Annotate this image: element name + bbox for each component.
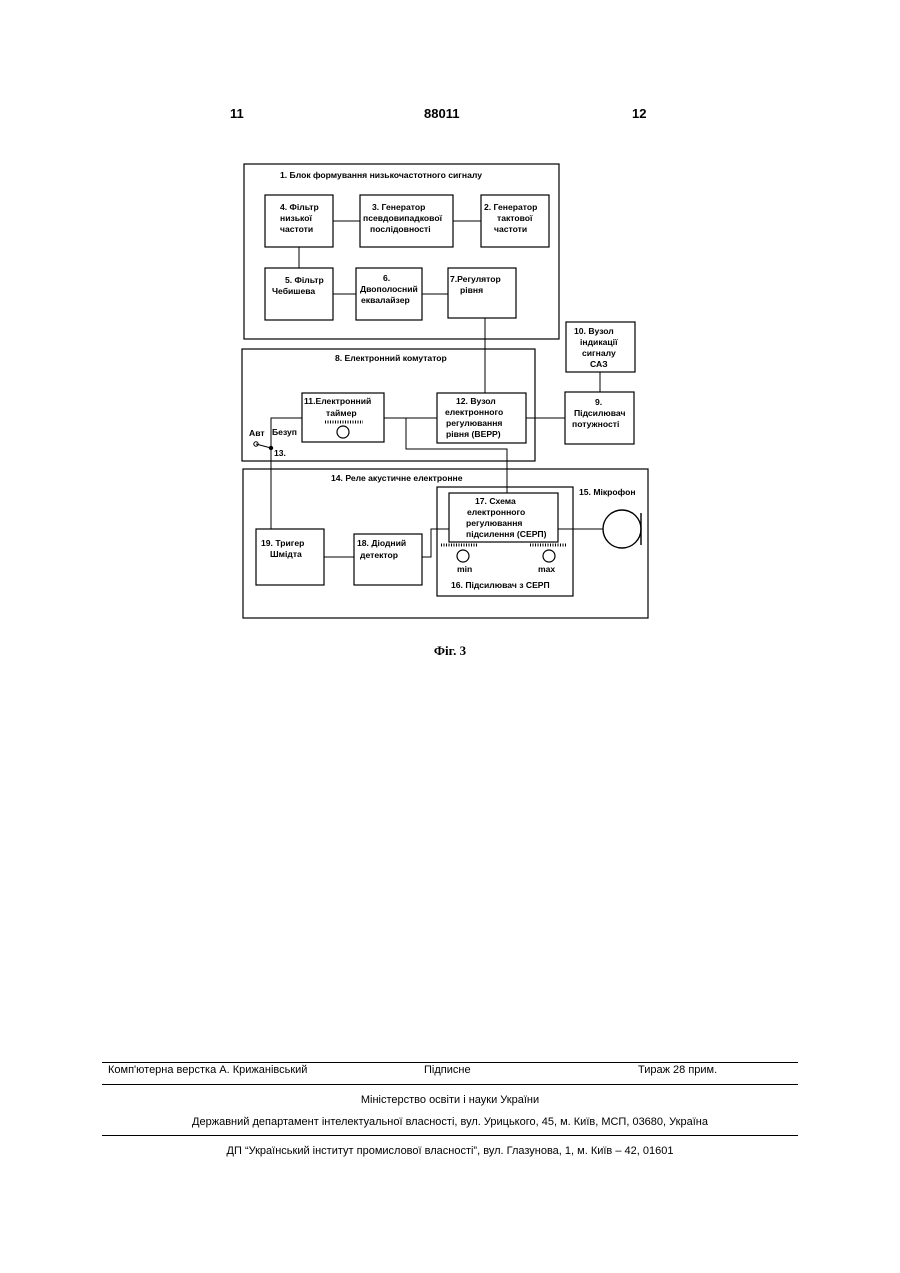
b3-line2: псевдовипадкової bbox=[363, 213, 443, 223]
switch-auto-label: Авт bbox=[249, 428, 265, 438]
block-19-schmitt-trigger: 19. Тригер Шмідта bbox=[256, 529, 324, 585]
figure-caption: Фіг. 3 bbox=[0, 643, 900, 659]
footer-rule-bottom bbox=[102, 1135, 798, 1136]
b12-line2: електронного bbox=[445, 407, 503, 417]
block-4-lowpass-filter: 4. Фільтр низької частоти bbox=[265, 195, 333, 247]
footer-rule-top bbox=[102, 1062, 798, 1063]
b4-line3: частоти bbox=[280, 224, 313, 234]
switch-13: Авт Безуп 13. bbox=[249, 427, 297, 458]
b11-line2: таймер bbox=[326, 408, 357, 418]
block-17-gain-control-scheme: 17. Схема електронного регулювання підси… bbox=[449, 493, 558, 542]
b2-line3: частоти bbox=[494, 224, 527, 234]
block-5-chebyshev-filter: 5. Фільтр Чебишева bbox=[265, 268, 333, 320]
b11-line1: 11.Електронний bbox=[304, 396, 371, 406]
microphone-icon bbox=[603, 510, 641, 548]
max-knob-icon bbox=[543, 550, 555, 562]
footer-rule-mid bbox=[102, 1084, 798, 1085]
block-1-lf-signal: 1. Блок формування низькочастотного сигн… bbox=[244, 164, 559, 339]
switch-uncond-label: Безуп bbox=[272, 427, 297, 437]
block-1-title: 1. Блок формування низькочастотного сигн… bbox=[280, 170, 482, 180]
block-11-electronic-timer: 11.Електронний таймер bbox=[302, 393, 384, 442]
block-6-equalizer: 6. Двополосний еквалайзер bbox=[356, 268, 422, 320]
min-label: min bbox=[457, 564, 472, 574]
b10-line1: 10. Вузол bbox=[574, 326, 614, 336]
b10-line4: САЗ bbox=[590, 359, 608, 369]
b19-line2: Шмідта bbox=[270, 549, 302, 559]
b18-line1: 18. Діодний bbox=[357, 538, 406, 548]
b12-line4: рівня (ВЕРР) bbox=[446, 429, 501, 439]
b10-line2: індикації bbox=[580, 337, 618, 347]
b4-line2: низької bbox=[280, 213, 312, 223]
microphone-label: 15. Мікрофон bbox=[579, 487, 636, 497]
timer-knob-icon bbox=[337, 426, 349, 438]
footer-department: Державний департамент інтелектуальної вл… bbox=[102, 1116, 798, 1128]
b10-line3: сигналу bbox=[582, 348, 616, 358]
block-14-title: 14. Реле акустичне електронне bbox=[331, 473, 463, 483]
footer-copies: Тираж 28 прим. bbox=[638, 1064, 717, 1076]
block-diagram: 1. Блок формування низькочастотного сигн… bbox=[0, 0, 900, 700]
min-knob-icon bbox=[457, 550, 469, 562]
b6-line3: еквалайзер bbox=[361, 295, 410, 305]
b7-line2: рівня bbox=[460, 285, 483, 295]
footer-ministry: Міністерство освіти і науки України bbox=[102, 1094, 798, 1106]
b4-line1: 4. Фільтр bbox=[280, 202, 319, 212]
b17-line4: підсилення (СЕРП) bbox=[466, 529, 547, 539]
block-10-signal-indicator: 10. Вузол індикації сигналу САЗ bbox=[566, 322, 635, 372]
block-2-clock-generator: 2. Генератор тактової частоти bbox=[481, 195, 549, 247]
b12-line1: 12. Вузол bbox=[456, 396, 496, 406]
block-12-level-control-node: 12. Вузол електронного регулювання рівня… bbox=[437, 393, 526, 443]
b9-line3: потужності bbox=[572, 419, 619, 429]
block-16-label: 16. Підсилювач з СЕРП bbox=[451, 580, 550, 590]
footer-layout-credit: Комп'ютерна верстка А. Крижанівський bbox=[108, 1064, 307, 1076]
block-8-title: 8. Електронний комутатор bbox=[335, 353, 447, 363]
b5-line1: 5. Фільтр bbox=[285, 275, 324, 285]
b7-line1: 7.Регулятор bbox=[450, 274, 501, 284]
b12-line3: регулювання bbox=[446, 418, 502, 428]
block-18-diode-detector: 18. Діодний детектор bbox=[354, 534, 422, 585]
b9-line2: Підсилювач bbox=[574, 408, 626, 418]
b17-line1: 17. Схема bbox=[475, 496, 516, 506]
b5-line2: Чебишева bbox=[272, 286, 315, 296]
block-3-prbs-generator: 3. Генератор псевдовипадкової послідовно… bbox=[360, 195, 453, 247]
b6-line2: Двополосний bbox=[360, 284, 418, 294]
b9-line1: 9. bbox=[595, 397, 602, 407]
b3-line1: 3. Генератор bbox=[372, 202, 425, 212]
switch-number: 13. bbox=[274, 448, 286, 458]
b19-line1: 19. Тригер bbox=[261, 538, 304, 548]
b17-line3: регулювання bbox=[466, 518, 522, 528]
b2-line2: тактової bbox=[497, 213, 533, 223]
footer-signed: Підписне bbox=[424, 1064, 471, 1076]
b17-line2: електронного bbox=[467, 507, 525, 517]
block-9-power-amplifier: 9. Підсилювач потужності bbox=[565, 392, 634, 444]
b6-line1: 6. bbox=[383, 273, 390, 283]
footer-institute: ДП “Український інститут промислової вла… bbox=[102, 1145, 798, 1157]
max-label: max bbox=[538, 564, 555, 574]
b3-line3: послідовності bbox=[370, 224, 431, 234]
block-15-microphone: 15. Мікрофон bbox=[579, 487, 641, 548]
block-7-level-regulator: 7.Регулятор рівня bbox=[448, 268, 516, 318]
b18-line2: детектор bbox=[360, 550, 398, 560]
b2-line1: 2. Генератор bbox=[484, 202, 537, 212]
